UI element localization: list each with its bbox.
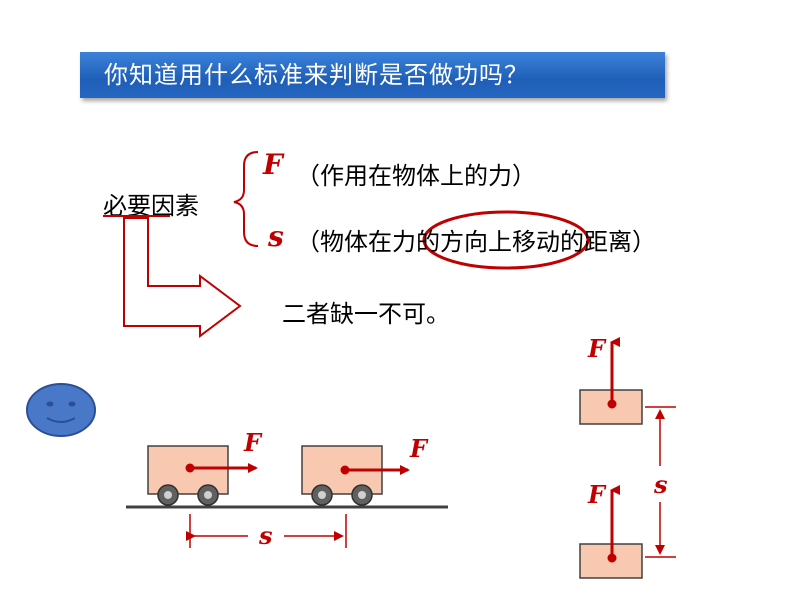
cart-1-force-label: F — [244, 428, 262, 457]
lift-bottom-force-label: F — [588, 480, 606, 509]
curly-brace — [233, 151, 259, 247]
conclusion-text: 二者缺一不可。 — [282, 300, 450, 328]
cart-2-force-label: F — [410, 434, 428, 463]
cart-1-wheels — [157, 484, 219, 506]
force-description: （作用在物体上的力） — [296, 162, 536, 190]
lift-top-force-label: F — [588, 334, 606, 363]
lift-distance-label: s — [654, 470, 668, 499]
distance-description: （物体在力的方向上移动的距离） — [296, 228, 656, 256]
cart-distance-label: s — [259, 521, 273, 550]
question-banner: 你知道用什么标准来判断是否做功吗？ — [80, 52, 665, 98]
cart-2-wheels — [311, 484, 373, 506]
force-symbol: F — [263, 148, 283, 181]
hollow-arrow — [123, 217, 242, 338]
highlight-ellipse — [422, 210, 590, 270]
distance-symbol: s — [268, 220, 284, 253]
